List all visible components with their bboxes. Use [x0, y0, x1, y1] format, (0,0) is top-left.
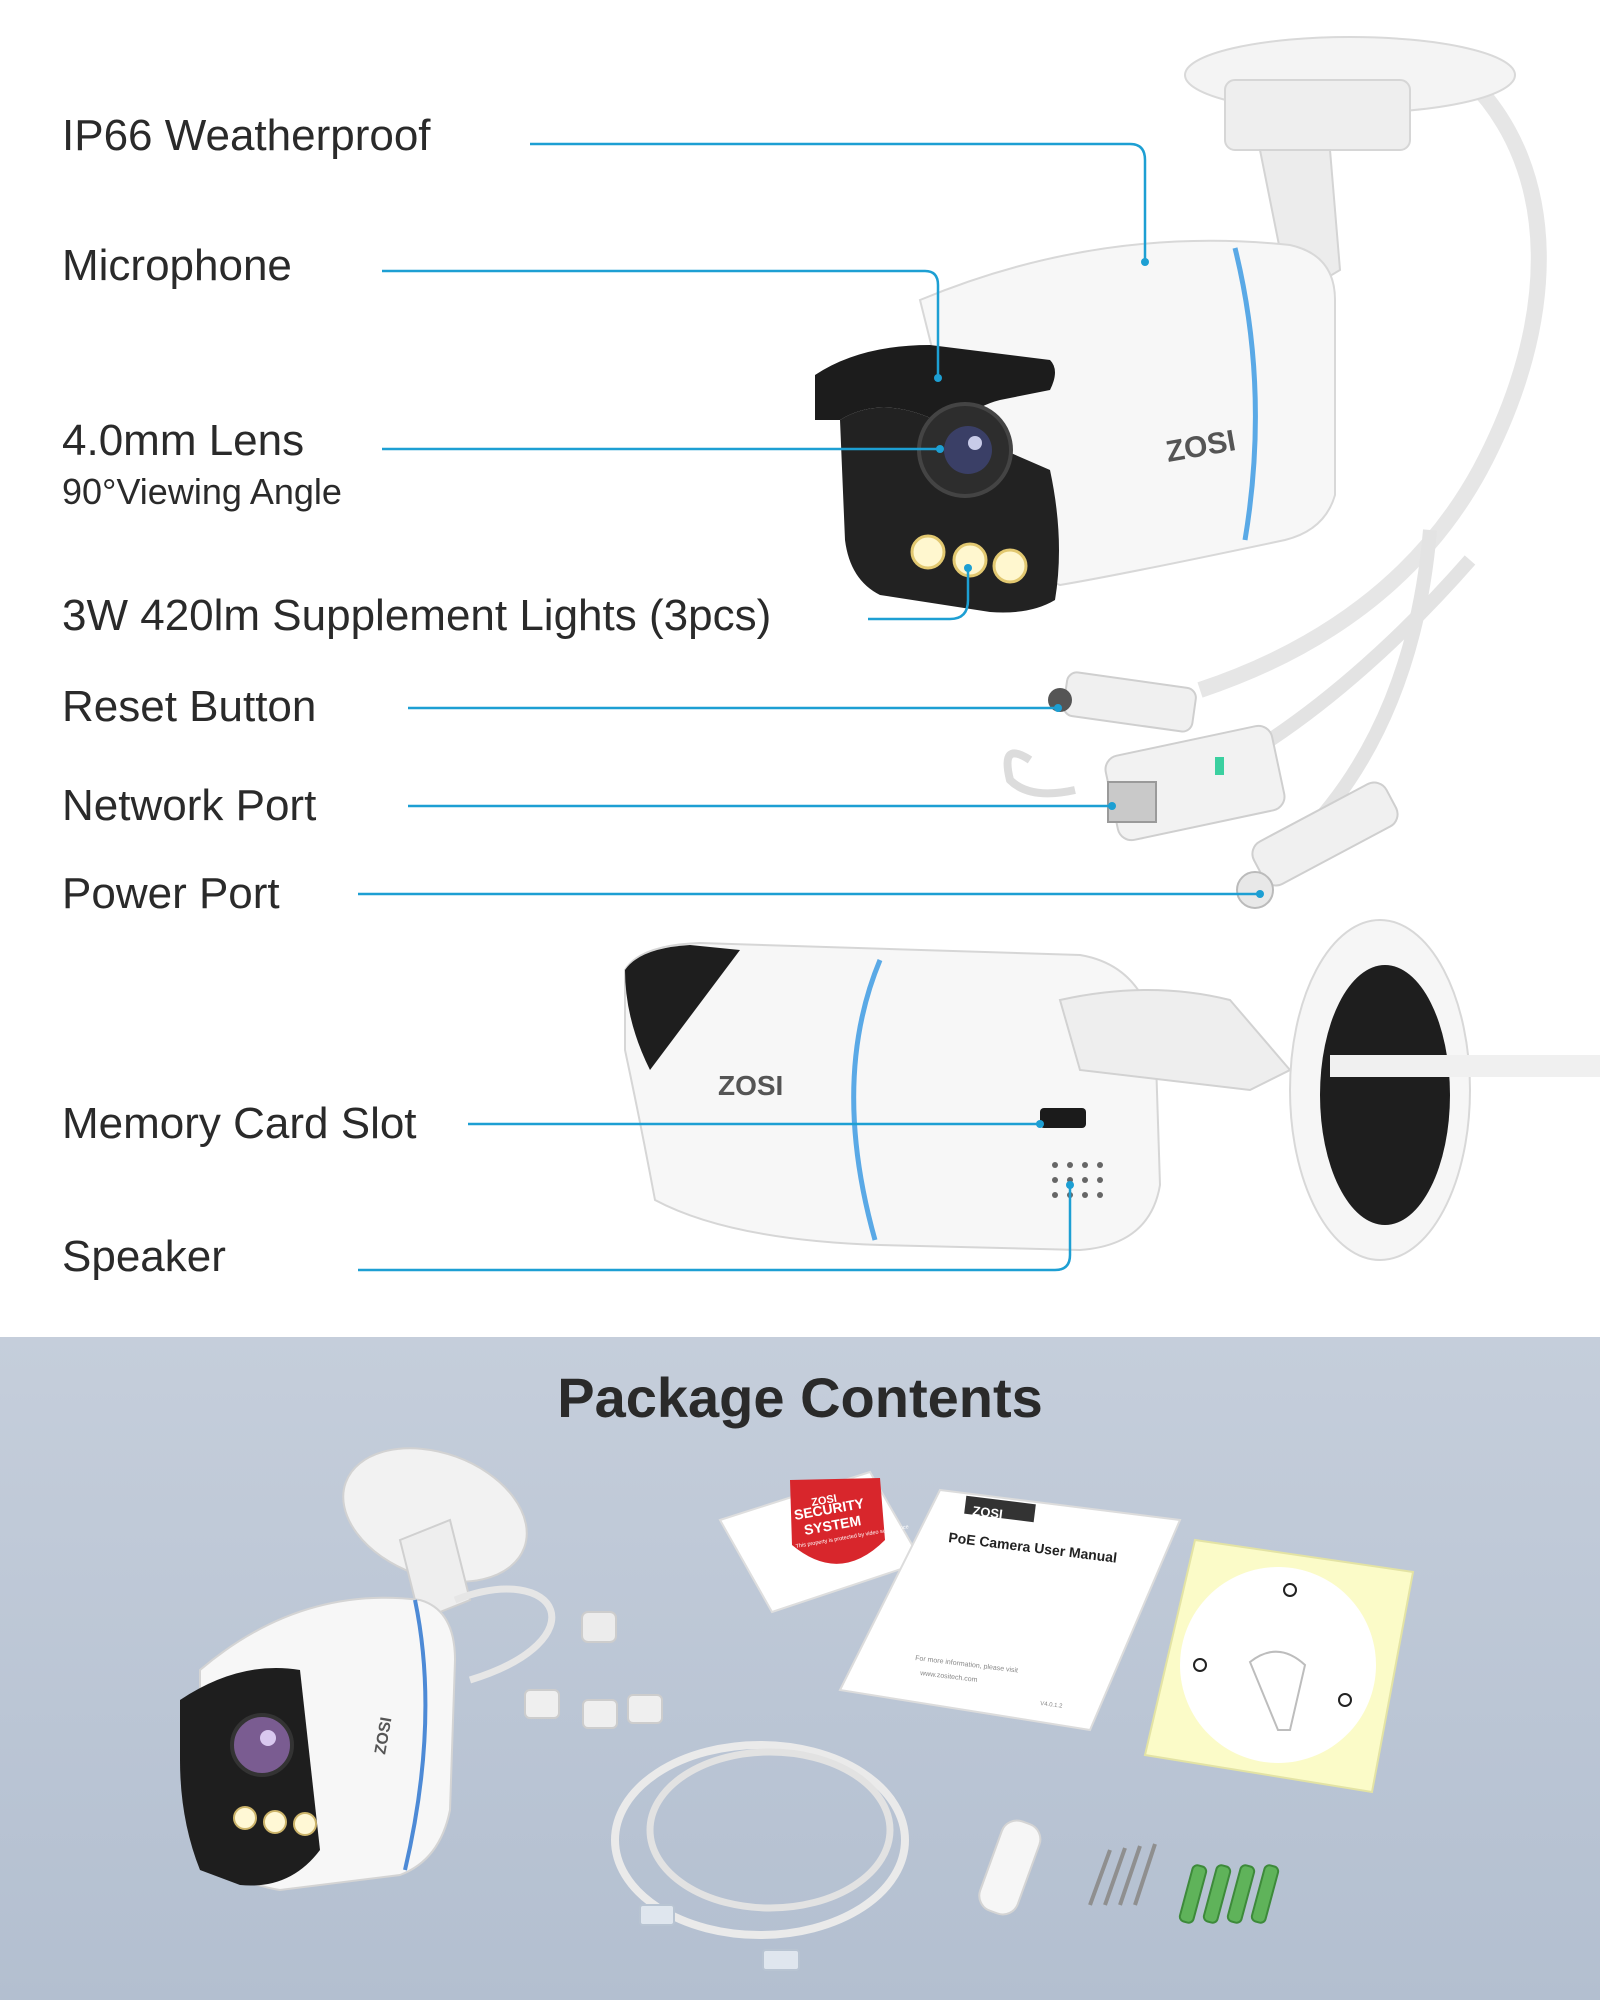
accent-ring-rear — [851, 959, 883, 1241]
feature-reset-label: Reset Button — [62, 682, 317, 731]
package-camera: ZOSI — [180, 1447, 528, 1892]
light-icon-3 — [992, 548, 1028, 584]
feature-lights-label: 3W 420lm Supplement Lights (3pcs) — [62, 591, 772, 640]
speaker-icon — [1052, 1162, 1103, 1198]
brand-logo-rear: ZOSI — [718, 1070, 783, 1101]
feature-ip66-label: IP66 Weatherproof — [62, 111, 431, 160]
callout-speaker — [358, 1185, 1072, 1272]
feature-network-label: Network Port — [62, 781, 317, 830]
network-port-connector — [581, 1611, 617, 1643]
feature-viewing-angle-label: 90°Viewing Angle — [62, 471, 342, 512]
feature-power-label: Power Port — [62, 869, 280, 918]
power-connector — [1251, 781, 1399, 887]
coiled-cable — [453, 1585, 556, 1684]
user-manual: ZOSI PoE Camera User Manual For more inf… — [838, 1488, 1182, 1732]
cable-branch-network — [1266, 555, 1476, 746]
sticker-shield-icon — [790, 1478, 885, 1564]
sticker-brand: ZOSI — [810, 1493, 837, 1509]
callout-lights — [868, 568, 970, 621]
wall-anchors — [1178, 1864, 1280, 1924]
package-contents-title: Package Contents — [557, 1366, 1043, 1429]
accent-ring — [1232, 247, 1258, 541]
camera-rear-view: ZOSI — [624, 919, 1600, 1261]
feature-microphone-label: Microphone — [62, 241, 292, 290]
drill-template — [1143, 1538, 1415, 1794]
manual-code: V4.0.1.2 — [1040, 1701, 1064, 1710]
screws — [1088, 1843, 1157, 1906]
memory-card-slot-icon — [1040, 1108, 1086, 1128]
light-icon-1 — [910, 534, 946, 570]
package-camera-logo: ZOSI — [372, 1716, 395, 1756]
callout-microphone — [382, 269, 940, 378]
feature-lens-label: 4.0mm Lens — [62, 416, 305, 465]
network-port-icon — [1107, 781, 1157, 823]
camera-cable — [1197, 74, 1547, 698]
power-port-icon — [1236, 871, 1274, 909]
cable-connectors — [1003, 671, 1399, 909]
callout-dots — [934, 258, 1264, 1189]
feature-speaker-label: Speaker — [62, 1232, 226, 1281]
callout-ip66 — [530, 142, 1147, 262]
feature-illustration: ZOSI ZOSI — [358, 36, 1600, 1272]
callout-lines — [358, 142, 1260, 1272]
waterproof-cover — [978, 1819, 1042, 1916]
feature-memory-label: Memory Card Slot — [62, 1099, 417, 1148]
manual-brand: ZOSI — [972, 1503, 1004, 1522]
light-icon-2 — [952, 542, 988, 578]
reset-button-icon — [1048, 688, 1072, 712]
network-cable — [611, 1741, 909, 1971]
camera-front-view: ZOSI — [815, 239, 1336, 613]
